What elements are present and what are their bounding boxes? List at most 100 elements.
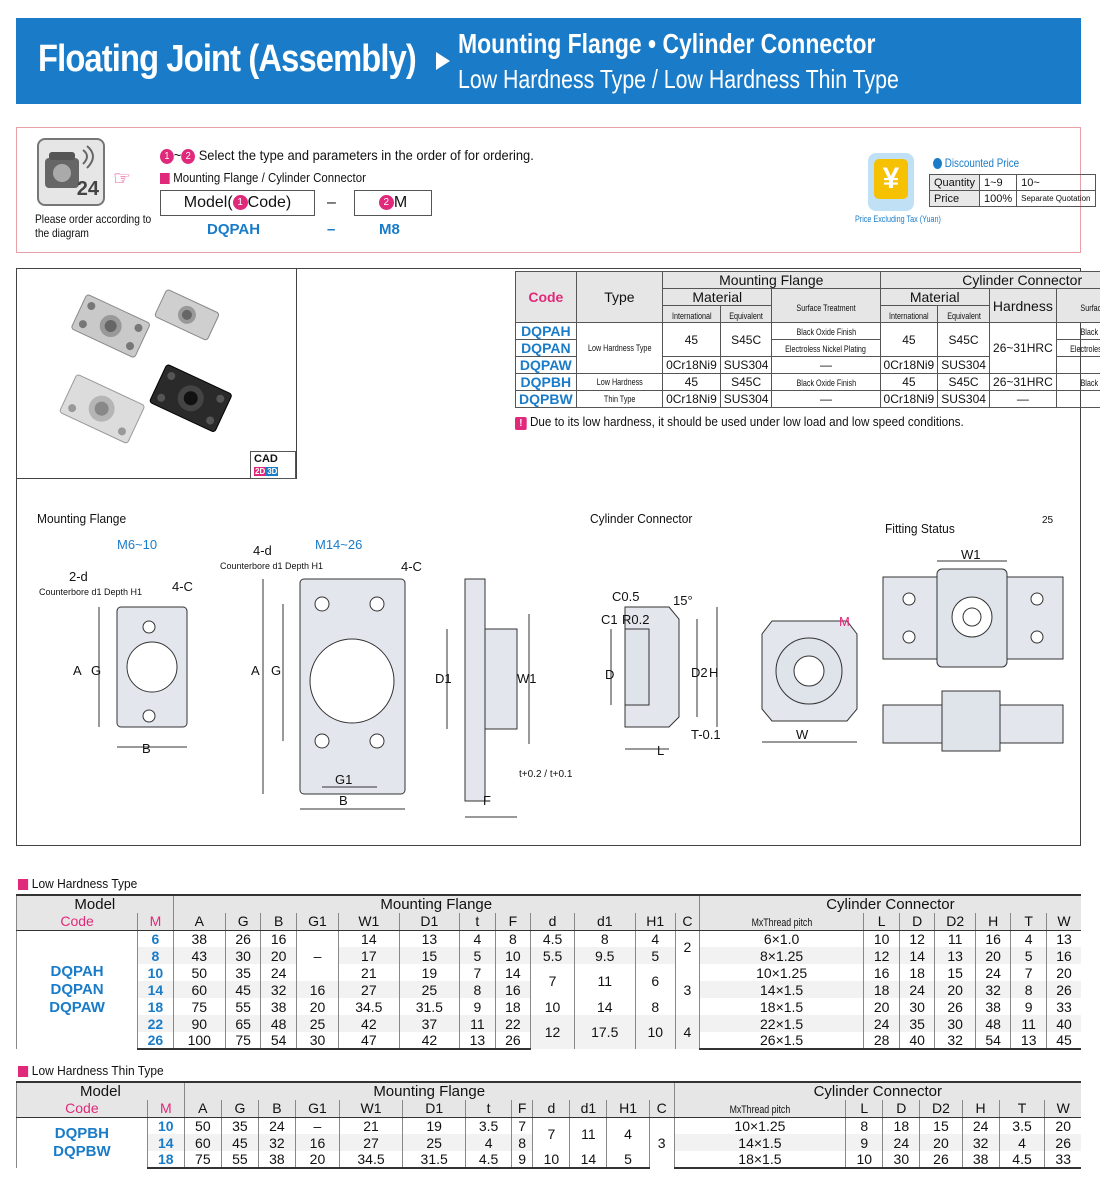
table-cell: 14 (338, 930, 400, 947)
table-cell: 25 (295, 1015, 339, 1032)
col-header: D (882, 1100, 920, 1118)
table-cell: 3.5 (465, 1117, 512, 1134)
col-header: G (220, 1100, 259, 1118)
spec-table: Code Type Mounting Flange Cylinder Conne… (515, 271, 1100, 408)
col-header: MxThread pitch (698, 913, 864, 931)
table-cell: 8 (510, 1134, 533, 1151)
table-cell: 14×1.5 (698, 981, 864, 998)
table-cell: 75 (172, 998, 226, 1015)
table-cell: 75 (224, 1032, 261, 1050)
table-cell: 30 (934, 1015, 976, 1032)
order-note: Please order according to the diagram (35, 212, 152, 240)
table-cell: 13 (459, 1032, 496, 1050)
col-header: G1 (295, 913, 339, 931)
table-cell: 50 (172, 964, 226, 981)
col-header: T (998, 1100, 1045, 1118)
col-header: L (845, 1100, 883, 1118)
table-cell: 30 (882, 1151, 920, 1169)
table-cell: 8 (494, 930, 531, 947)
table-cell: 32 (260, 981, 297, 998)
table-cell: 9 (1010, 998, 1047, 1015)
table-cell: 22 (137, 1015, 174, 1032)
table-cell: 65 (224, 1015, 261, 1032)
col-header: d (530, 913, 575, 931)
title-banner: Floating Joint (Assembly) Mounting Flang… (16, 18, 1081, 104)
low-hardness-warning: ! Due to its low hardness, it should be … (515, 414, 964, 430)
table-cell: 13 (398, 930, 460, 947)
table-cell: 15 (919, 1117, 963, 1134)
table-cell: 16 (974, 930, 1011, 947)
table-cell: 4 (465, 1134, 512, 1151)
table-cell: 5.5 (530, 947, 575, 964)
example-code: DQPAH (207, 221, 261, 238)
table-cell: 25 (402, 1134, 466, 1151)
col-header: d (532, 1100, 570, 1118)
table-cell: 17.5 (573, 1015, 635, 1049)
table-cell: 7 (530, 964, 575, 998)
table-cell: 19 (398, 964, 460, 981)
table-cell: 19 (402, 1117, 466, 1134)
table-cell: 8 (634, 998, 676, 1015)
table-cell: 31.5 (402, 1151, 466, 1169)
table-cell: 35 (224, 964, 261, 981)
table-cell: 4 (998, 1134, 1045, 1151)
technical-drawings (98, 560, 1064, 818)
roughness-symbol: 25 (1042, 515, 1054, 526)
phone-24-label: 24 (76, 178, 99, 200)
table-cell: 43 (172, 947, 226, 964)
table-cell: 18×1.5 (698, 998, 864, 1015)
col-header: D2 (934, 913, 976, 931)
col-header: W1 (338, 1100, 403, 1118)
table-cell: 24 (961, 1117, 1000, 1134)
table-cell: 14 (494, 964, 531, 981)
col-header: MxThread pitch (673, 1100, 846, 1118)
table-cell: 16 (294, 1134, 340, 1151)
table-cell: 60 (172, 981, 226, 998)
table-cell: 6 (634, 964, 676, 998)
table-cell: 11 (459, 1015, 496, 1032)
table-cell: 38 (961, 1151, 1000, 1169)
table-cell: 35 (898, 1015, 935, 1032)
table-cell: 47 (338, 1032, 400, 1050)
col-header: B (257, 1100, 296, 1118)
table-cell: 24 (898, 981, 935, 998)
spec-code-dqpbw: DQPBW (515, 390, 577, 408)
table-cell: 42 (398, 1032, 460, 1050)
table-cell: 54 (974, 1032, 1011, 1050)
warning-icon: ! (515, 417, 527, 430)
table-cell: 54 (260, 1032, 297, 1050)
table-cell: 33 (1044, 1151, 1081, 1169)
col-header: T (1010, 913, 1047, 931)
col-header: M (137, 913, 174, 931)
pointing-hand-icon: ☞ (113, 168, 131, 190)
table-cell: 45 (1045, 1032, 1081, 1050)
table-cell: 4 (675, 1015, 700, 1049)
table-cell: 16 (295, 981, 339, 998)
col-header: W (1044, 1100, 1081, 1118)
table-cell: 16 (494, 981, 531, 998)
table-cell: 27 (338, 1134, 403, 1151)
yen-icon: ¥ (868, 153, 914, 211)
table-cell: 14×1.5 (673, 1134, 846, 1151)
table-cell: 40 (1045, 1015, 1081, 1032)
low-hardness-title: Low Hardness Type (18, 876, 137, 891)
table-cell: 18 (882, 1117, 920, 1134)
table-cell: 32 (257, 1134, 296, 1151)
page-subtitle-2: Low Hardness Type / Low Hardness Thin Ty… (458, 64, 899, 94)
table-cell: 15 (934, 964, 976, 981)
table-cell: 20 (1044, 1117, 1081, 1134)
table-cell: 20 (919, 1134, 963, 1151)
table-cell: 32 (961, 1134, 1000, 1151)
col-header: M (146, 1100, 185, 1118)
table-cell: 35 (220, 1117, 259, 1134)
table-cell: 18 (494, 998, 531, 1015)
table-cell: 20 (863, 998, 900, 1015)
table-cell: 33 (1045, 998, 1081, 1015)
col-header: D1 (398, 913, 460, 931)
table-cell: 55 (224, 998, 261, 1015)
table-cell: 7 (1010, 964, 1047, 981)
col-header: H (961, 1100, 1000, 1118)
table-cell: 4 (459, 930, 496, 947)
